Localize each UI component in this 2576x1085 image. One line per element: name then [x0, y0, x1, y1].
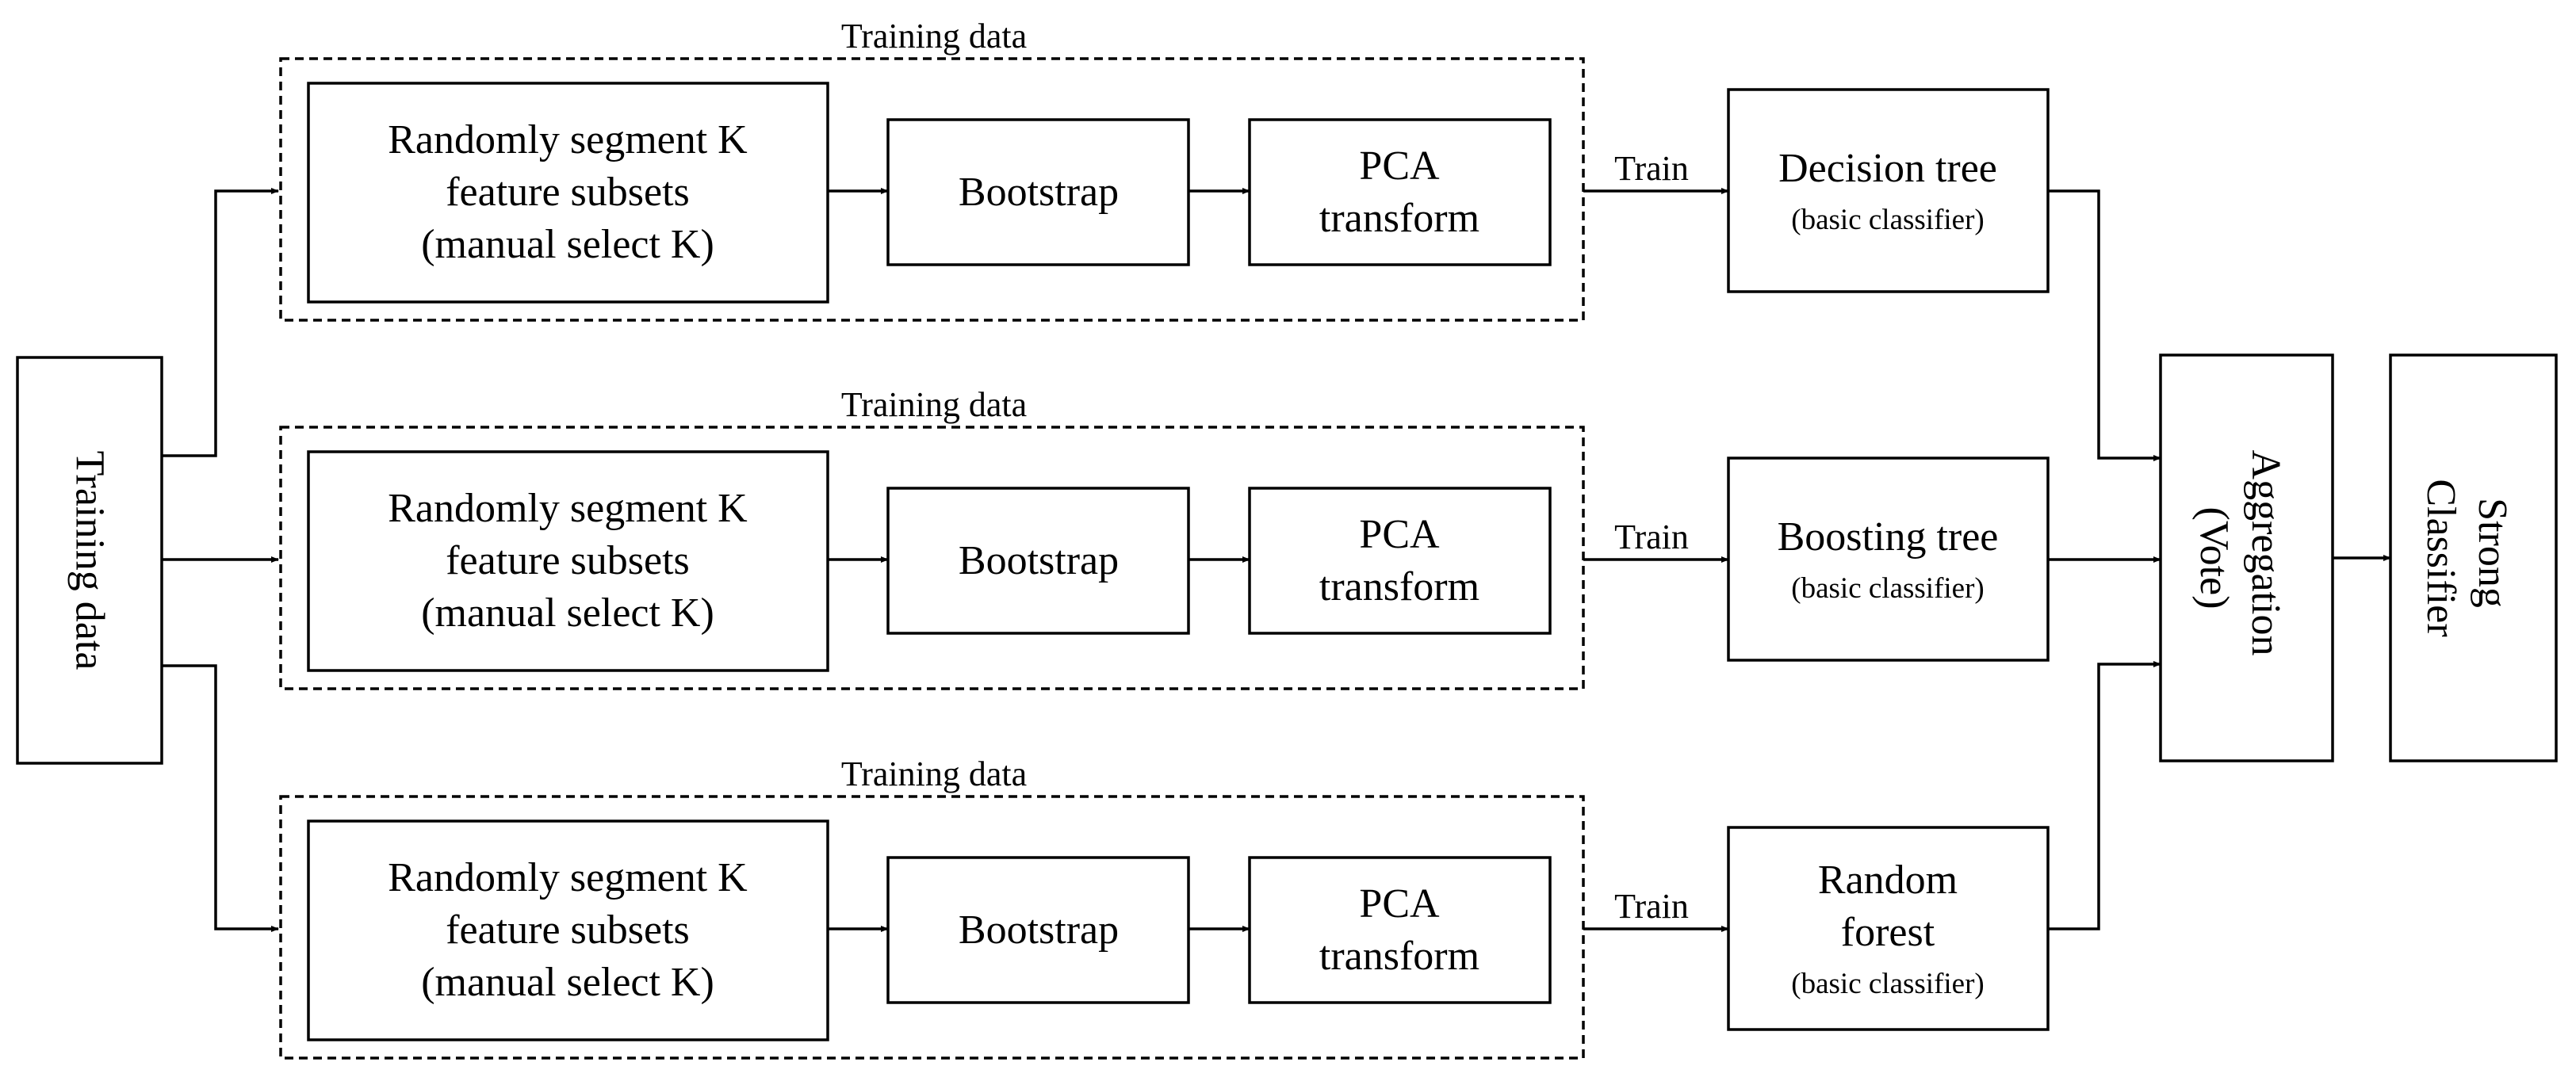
strong-classifier-label-line-2: Classifier [2418, 479, 2463, 636]
classifier-note: (basic classifier) [1791, 204, 1984, 236]
aggregation-label-line-1: Aggregation [2243, 450, 2288, 656]
pca-label-line-2: transform [1319, 564, 1479, 609]
classifier-box [1727, 457, 2050, 662]
bootstrap-label: Bootstrap [959, 170, 1119, 215]
pca-box [1248, 487, 1552, 635]
classifier-name-line-1: Decision tree [1778, 146, 1997, 191]
strong-classifier-box: Strong Classifier [2389, 353, 2558, 762]
group-label: Training data [841, 385, 1027, 424]
pca-label-line-1: PCA [1359, 143, 1440, 189]
classifier-name-line-1: Random [1818, 858, 1958, 903]
strong-classifier-label: Strong Classifier [2418, 479, 2515, 636]
pca-box [1248, 856, 1552, 1004]
pca-label-line-2: transform [1319, 934, 1479, 979]
pca-label-line-1: PCA [1359, 512, 1440, 557]
segment-label: Randomly segment K feature subsets (manual… [388, 486, 748, 636]
aggregation-connectors [2048, 189, 2161, 930]
segment-box [307, 450, 829, 672]
segment-label-line-2: feature subsets [446, 170, 690, 215]
pca-box [1248, 118, 1552, 266]
classifier-note: (basic classifier) [1791, 572, 1984, 605]
train-label: Train [1614, 149, 1689, 188]
classifier-name-line-2: forest [1841, 910, 1935, 955]
input-split-connectors [162, 188, 279, 932]
segment-label: Randomly segment K feature subsets (manual… [388, 117, 748, 267]
classifier-name: Decision tree [1778, 146, 1997, 191]
segment-box [307, 819, 829, 1041]
pca-label-line-1: PCA [1359, 881, 1440, 926]
bootstrap-label: Bootstrap [959, 538, 1119, 583]
segment-label-line-3: (manual select K) [421, 222, 714, 267]
bootstrap-label: Bootstrap [959, 907, 1119, 953]
pca-label: PCA transform [1319, 881, 1479, 979]
training-data-input: Training data [16, 356, 163, 765]
strong-classifier-label-line-1: Strong [2470, 498, 2515, 608]
classifier-note: (basic classifier) [1791, 968, 1984, 1000]
pca-label: PCA transform [1319, 512, 1479, 609]
aggregation-label: Aggregation (Vote) [2191, 450, 2288, 667]
pca-label: PCA transform [1319, 143, 1479, 241]
group-label: Training data [841, 17, 1027, 55]
training-data-group-frame [279, 57, 1585, 322]
segment-label-line-3: (manual select K) [421, 590, 714, 636]
train-label: Train [1614, 518, 1689, 556]
training-data-group-frame [279, 795, 1585, 1060]
segment-label-line-1: Randomly segment K [388, 486, 748, 531]
segment-label-line-1: Randomly segment K [388, 117, 748, 162]
training-data-group-frame [279, 426, 1585, 690]
segment-label: Randomly segment K feature subsets (manual… [388, 855, 748, 1005]
classifier-name: Random forest [1818, 858, 1958, 955]
group-label: Training data [841, 755, 1027, 793]
aggregation-label-line-2: (Vote) [2191, 506, 2237, 609]
bootstrap-box [886, 118, 1190, 266]
bootstrap-box [886, 856, 1190, 1004]
segment-label-line-1: Randomly segment K [388, 855, 748, 900]
segment-label-line-3: (manual select K) [421, 960, 714, 1005]
classifier-name: Boosting tree [1778, 514, 1999, 560]
segment-label-line-2: feature subsets [446, 907, 690, 953]
segment-box [307, 82, 829, 304]
pca-label-line-2: transform [1319, 196, 1479, 241]
train-label: Train [1614, 887, 1689, 926]
training-data-input-label: Training data [67, 451, 113, 670]
segment-label-line-2: feature subsets [446, 538, 690, 583]
classifier-name-line-1: Boosting tree [1778, 514, 1999, 560]
aggregation-box: Aggregation (Vote) [2159, 353, 2334, 762]
